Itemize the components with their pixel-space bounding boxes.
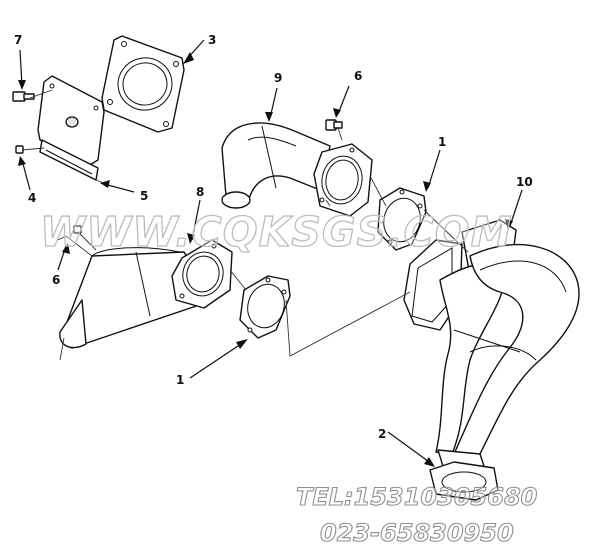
contact-phone: 023-65830950 — [320, 519, 514, 547]
callout-1-lower: 1 — [176, 373, 184, 387]
callout-1-upper: 1 — [438, 135, 446, 149]
callout-8: 8 — [196, 185, 204, 199]
callout-6-upper: 6 — [354, 69, 362, 83]
callout-7: 7 — [14, 33, 22, 47]
callout-10: 10 — [516, 175, 533, 189]
elbow-pipe-part-9 — [221, 122, 373, 217]
bolt-part-4 — [15, 145, 24, 154]
gasket-part-1-upper — [377, 187, 427, 251]
bolt-part-6-upper — [325, 119, 343, 131]
assembly-guide-lines — [21, 89, 469, 361]
contact-tel: TEL:15310305680 — [296, 483, 537, 511]
watermark-url: WWW.CQKSGS.COM — [40, 208, 512, 256]
callout-9: 9 — [274, 71, 282, 85]
callout-4: 4 — [28, 191, 36, 205]
callout-leaders — [18, 39, 523, 467]
exhaust-manifold-part-10 — [403, 219, 580, 501]
callout-3: 3 — [208, 33, 216, 47]
callout-6-lower: 6 — [52, 273, 60, 287]
callout-2: 2 — [378, 427, 386, 441]
bolt-part-6-lower — [73, 225, 82, 234]
pipe-part-8 — [59, 239, 233, 349]
gasket-part-3 — [101, 35, 185, 133]
callout-5: 5 — [140, 189, 148, 203]
callout-labels: 7 3 9 6 1 10 4 5 8 6 1 2 — [14, 33, 533, 441]
bolt-part-7 — [12, 91, 35, 102]
watermark-overlay: WWW.CQKSGS.COM TEL:15310305680 023-65830… — [39, 207, 538, 547]
gasket-part-1-lower — [239, 275, 291, 339]
